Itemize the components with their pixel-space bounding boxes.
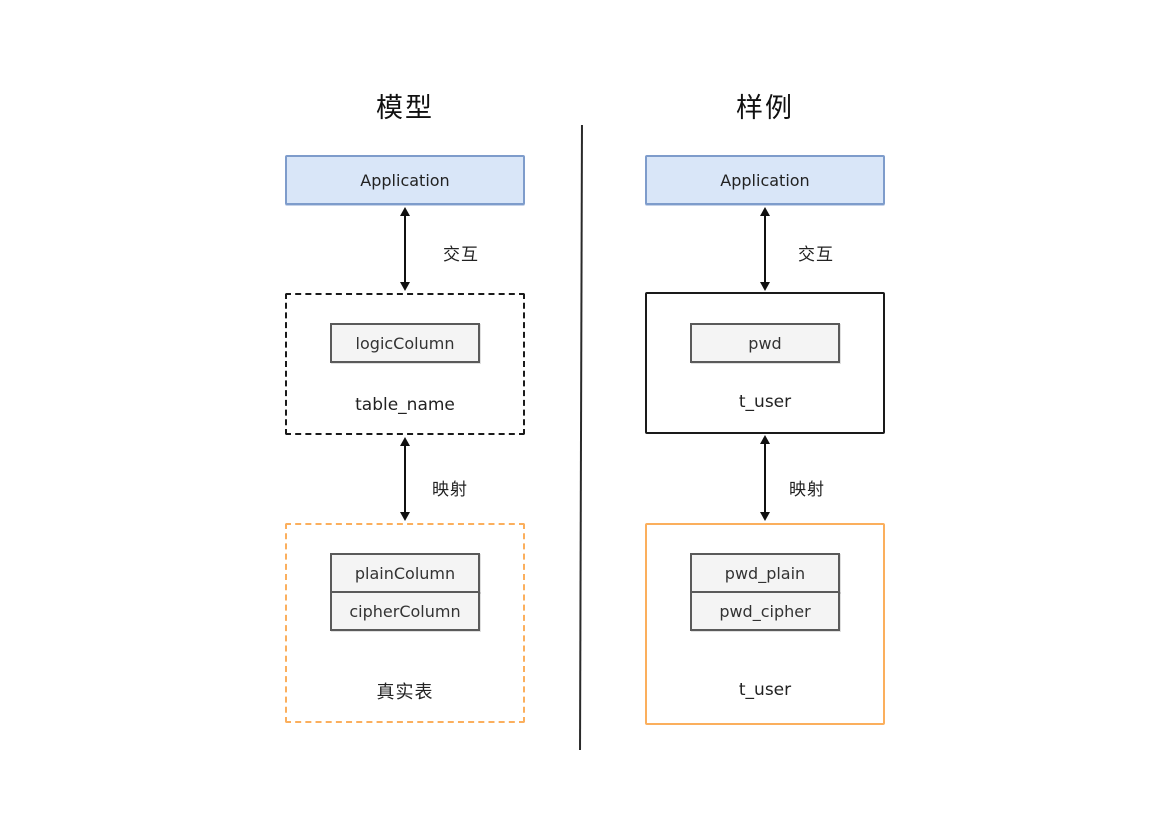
model-interact-label: 交互 xyxy=(443,245,479,265)
arrow-up-icon xyxy=(760,435,770,444)
example-application-box: Application xyxy=(645,155,885,205)
arrow-down-icon xyxy=(400,512,410,521)
model-map-label: 映射 xyxy=(432,480,468,500)
column-divider xyxy=(579,124,583,751)
model-application-label: Application xyxy=(360,170,450,190)
arrow-down-icon xyxy=(760,282,770,291)
example-pwd-cell: pwd xyxy=(690,323,840,363)
model-logic-column-cell: logicColumn xyxy=(330,323,480,363)
model-logic-table-name: table_name xyxy=(355,395,455,415)
arrow-down-icon xyxy=(400,282,410,291)
example-application-label: Application xyxy=(720,170,810,190)
model-real-table-box xyxy=(285,523,525,723)
arrow-down-icon xyxy=(760,512,770,521)
example-logic-table-box xyxy=(645,292,885,434)
model-real-table-name: 真实表 xyxy=(376,682,434,703)
example-real-table-name: t_user xyxy=(738,680,792,700)
example-pwd-cipher-cell: pwd_cipher xyxy=(690,591,840,631)
model-cipher-column-cell: cipherColumn xyxy=(330,591,480,631)
model-column-title: 模型 xyxy=(376,93,434,124)
example-interact-label: 交互 xyxy=(798,245,834,265)
example-interact-arrow xyxy=(759,207,771,291)
arrow-up-icon xyxy=(400,207,410,216)
model-plain-column-cell: plainColumn xyxy=(330,553,480,593)
example-logic-table-name: t_user xyxy=(738,392,792,412)
example-real-table-box xyxy=(645,523,885,725)
model-logic-table-box xyxy=(285,293,525,435)
model-application-box: Application xyxy=(285,155,525,205)
example-map-arrow xyxy=(759,435,771,521)
example-pwd-plain-cell: pwd_plain xyxy=(690,553,840,593)
model-interact-arrow xyxy=(399,207,411,291)
arrow-up-icon xyxy=(760,207,770,216)
model-map-arrow xyxy=(399,437,411,521)
arrow-up-icon xyxy=(400,437,410,446)
example-map-label: 映射 xyxy=(789,480,825,500)
example-column-title: 样例 xyxy=(736,93,794,124)
